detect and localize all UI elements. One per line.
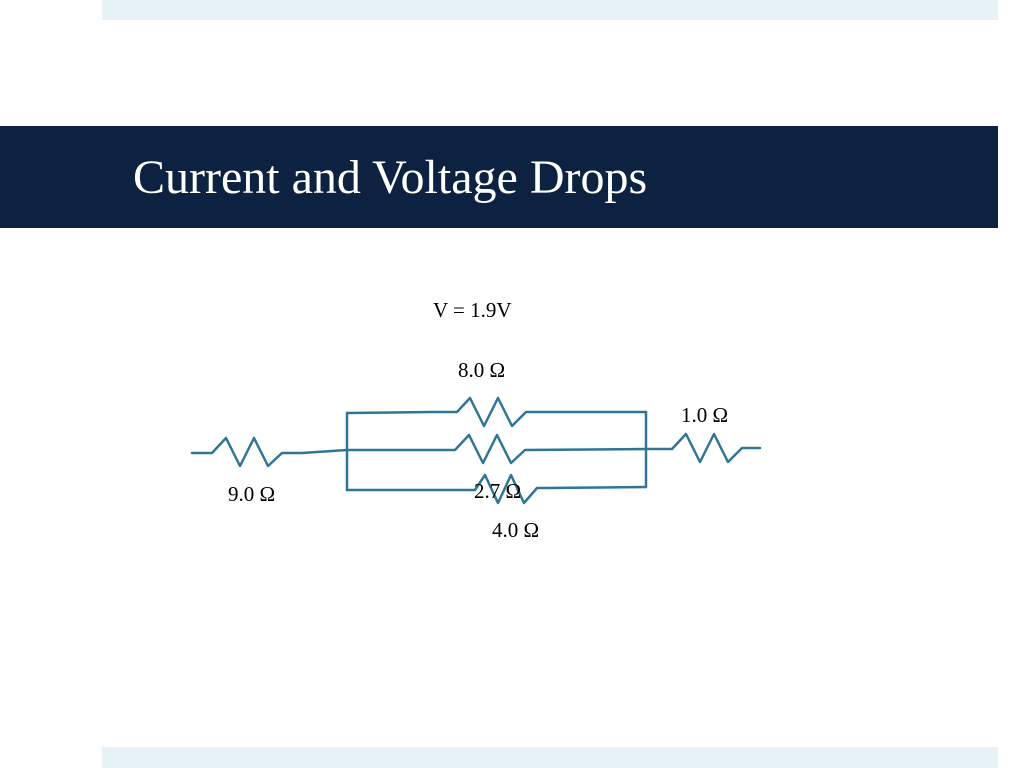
resistor-series-right — [644, 432, 762, 464]
resistor-label-middle: 2.7 Ω — [474, 479, 521, 503]
resistor-label-series-left: 9.0 Ω — [228, 482, 275, 506]
top-accent-band — [102, 0, 998, 20]
resistor-series-left — [190, 436, 349, 468]
resistor-label-bottom: 4.0 Ω — [492, 518, 539, 542]
resistor-parallel-bottom — [345, 473, 648, 505]
slide-title: Current and Voltage Drops — [133, 151, 648, 204]
title-bar — [0, 126, 998, 228]
resistor-label-top: 8.0 Ω — [458, 358, 505, 382]
resistor-label-series-right: 1.0 Ω — [681, 403, 728, 427]
resistor-parallel-top — [345, 396, 648, 428]
bottom-accent-band — [102, 747, 998, 768]
source-voltage-label: V = 1.9V — [433, 298, 512, 322]
resistor-parallel-middle — [345, 433, 648, 465]
